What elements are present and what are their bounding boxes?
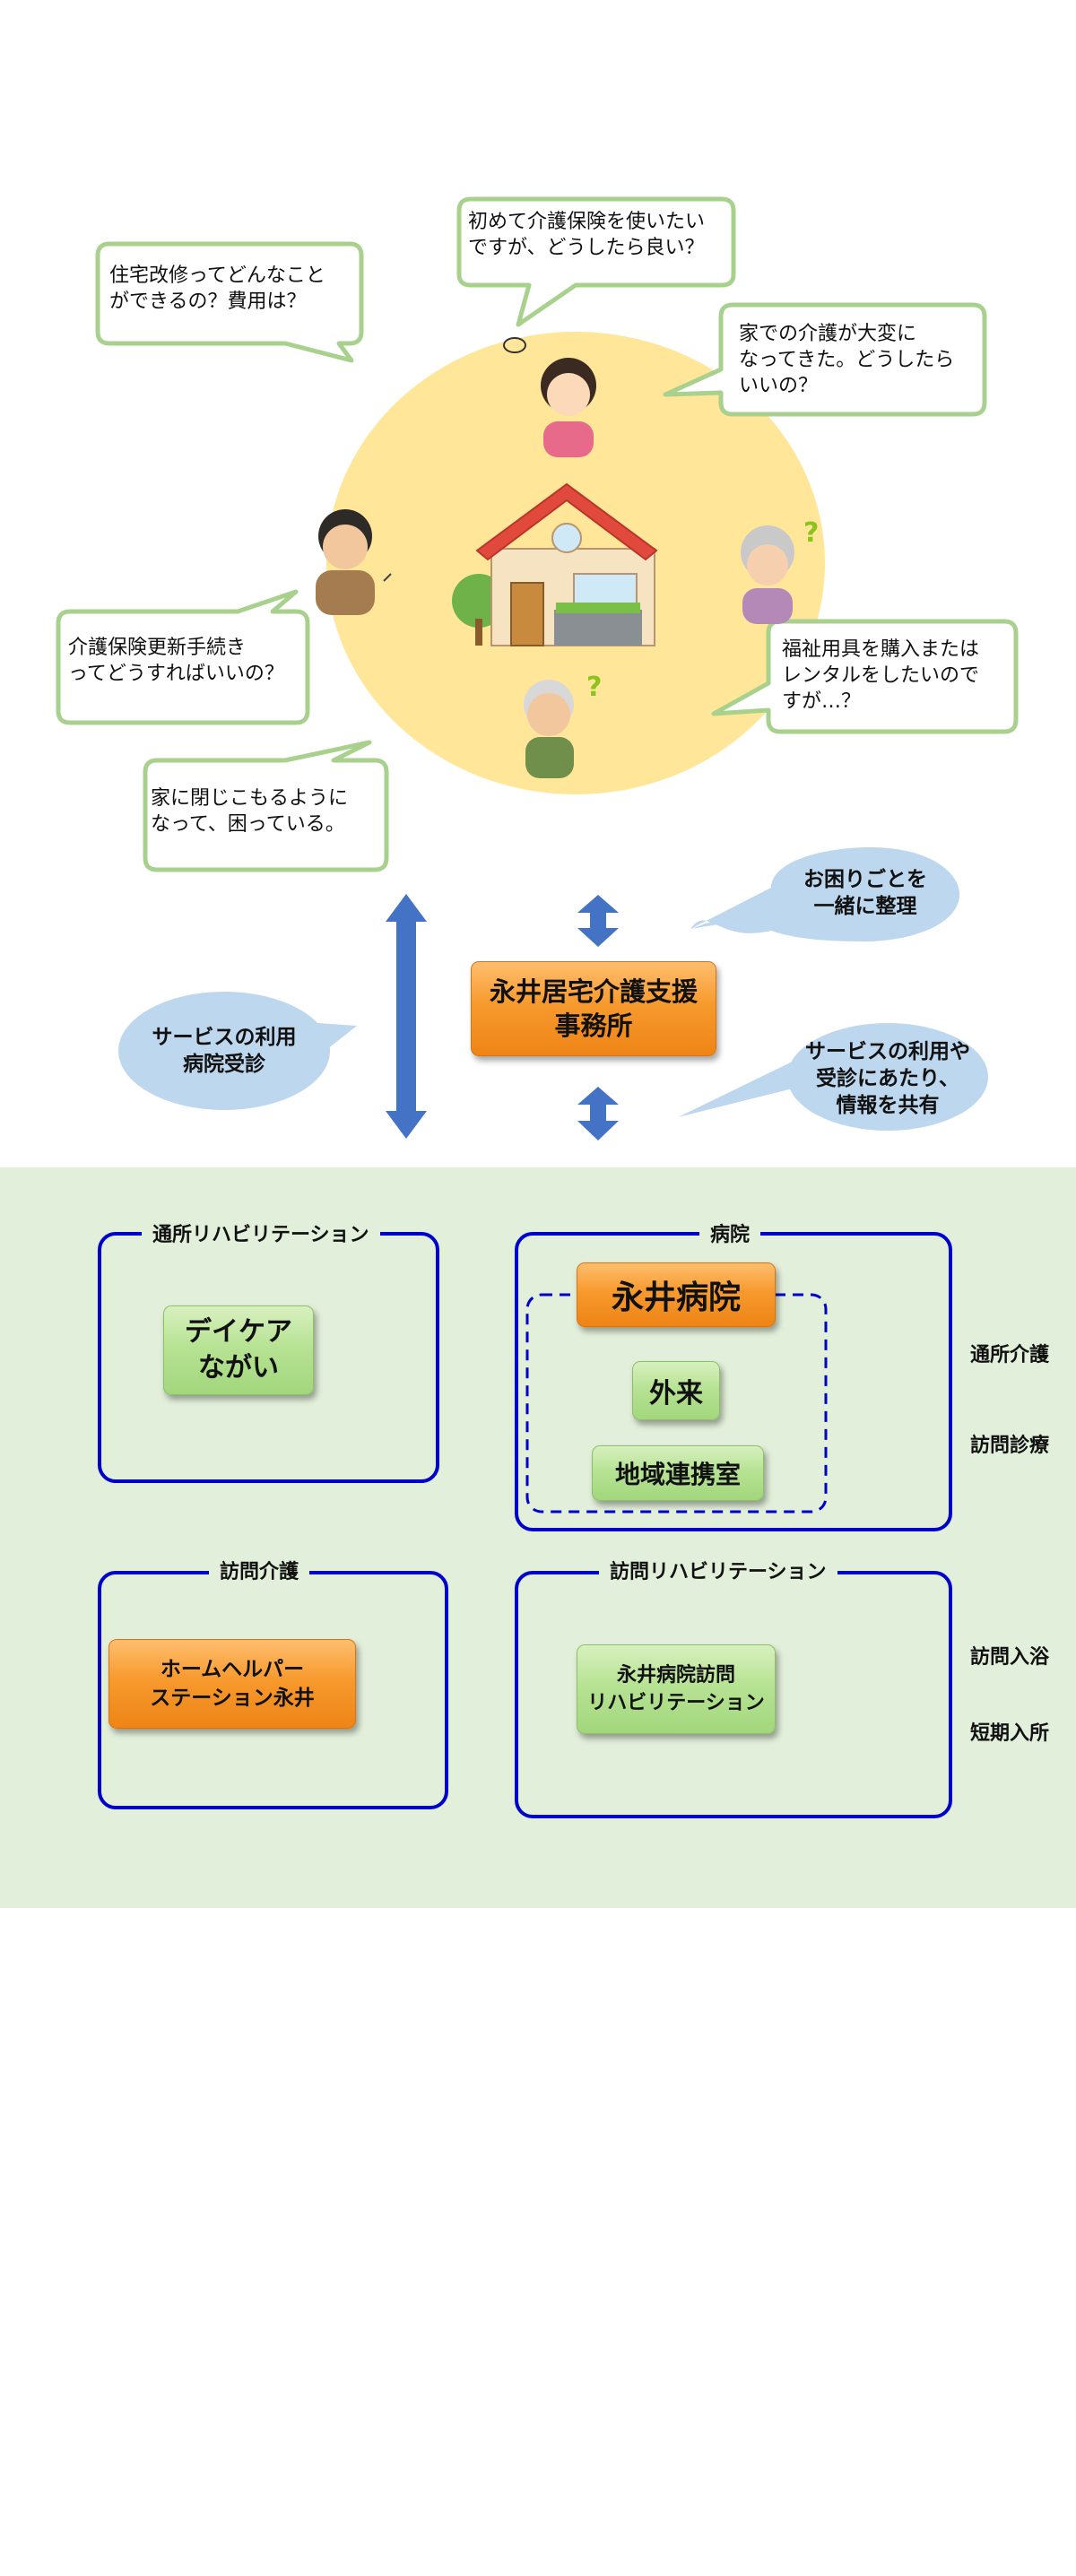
oval-text-share-info: サービスの利用や 受診にあたり、 情報を共有 — [805, 1040, 970, 1117]
double-arrow-top — [577, 895, 619, 947]
oval-service-use — [118, 992, 330, 1110]
svg-text:?: ? — [803, 517, 819, 549]
home-rehab-nagai-button[interactable]: 永井病院訪問 リハビリテーション — [577, 1644, 776, 1734]
side-label-home-visit-medical: 訪問診療 — [970, 1435, 1050, 1457]
worried-man-icon — [316, 509, 392, 615]
bubble-first-time — [456, 196, 736, 327]
oval-text-organize: お困りごとを 一緒に整理 — [803, 868, 927, 918]
side-label-short-stay: 短期入所 — [970, 1722, 1050, 1745]
bubble-renewal — [56, 589, 310, 725]
group-label-hospital: 病院 — [699, 1223, 761, 1248]
bubble-text-renewal: 介護保険更新手続き ってどうすればいいの？ — [68, 637, 284, 685]
bubble-equipment — [711, 619, 1019, 734]
bubble-home-care — [663, 302, 987, 417]
services-panel — [0, 1167, 1076, 1908]
group-label-home-rehab: 訪問リハビリテーション — [599, 1560, 837, 1585]
svg-text:?: ? — [586, 672, 602, 703]
double-arrow-bottom — [577, 1087, 619, 1141]
double-arrow-long — [386, 894, 427, 1139]
worried-woman-icon — [503, 337, 596, 457]
care-support-office-button[interactable]: 永井居宅介護支援 事務所 — [471, 961, 716, 1056]
bubble-text-home-care: 家での介護が大変に なってきた。どうしたら いいの？ — [739, 323, 955, 397]
bubble-text-first-time: 初めて介護保険を使いたい ですが、どうしたら良い？ — [468, 211, 706, 259]
oval-share-info — [787, 1023, 988, 1131]
confused-grandfather-icon: ? — [524, 672, 602, 778]
bubble-text-renovation: 住宅改修ってどんなこと ができるの？費用は？ — [109, 265, 325, 313]
home-helper-station-button[interactable]: ホームヘルパー ステーション永井 — [108, 1639, 356, 1729]
house-icon — [452, 482, 658, 646]
side-label-day-service: 通所介護 — [970, 1344, 1050, 1366]
bubble-withdrawn — [143, 740, 389, 872]
outpatient-button[interactable]: 外来 — [632, 1361, 720, 1420]
nagai-hospital-button[interactable]: 永井病院 — [577, 1262, 776, 1327]
group-label-home-care: 訪問介護 — [209, 1560, 310, 1585]
side-label-home-bathing: 訪問入浴 — [970, 1646, 1050, 1669]
day-care-nagai-button[interactable]: デイケア ながい — [163, 1305, 314, 1395]
bubble-text-withdrawn: 家に閉じこもるように なって、困っている。 — [151, 787, 349, 836]
bubble-renovation — [95, 241, 364, 363]
oval-text-service-use: サービスの利用 病院受診 — [152, 1026, 297, 1076]
regional-liaison-button[interactable]: 地域連携室 — [592, 1445, 764, 1501]
bubble-text-equipment: 福祉用具を購入または レンタルをしたいので すが…？ — [782, 638, 980, 713]
group-label-day-rehab: 通所リハビリテーション — [142, 1223, 380, 1248]
confused-grandmother-icon: ? — [741, 517, 819, 624]
